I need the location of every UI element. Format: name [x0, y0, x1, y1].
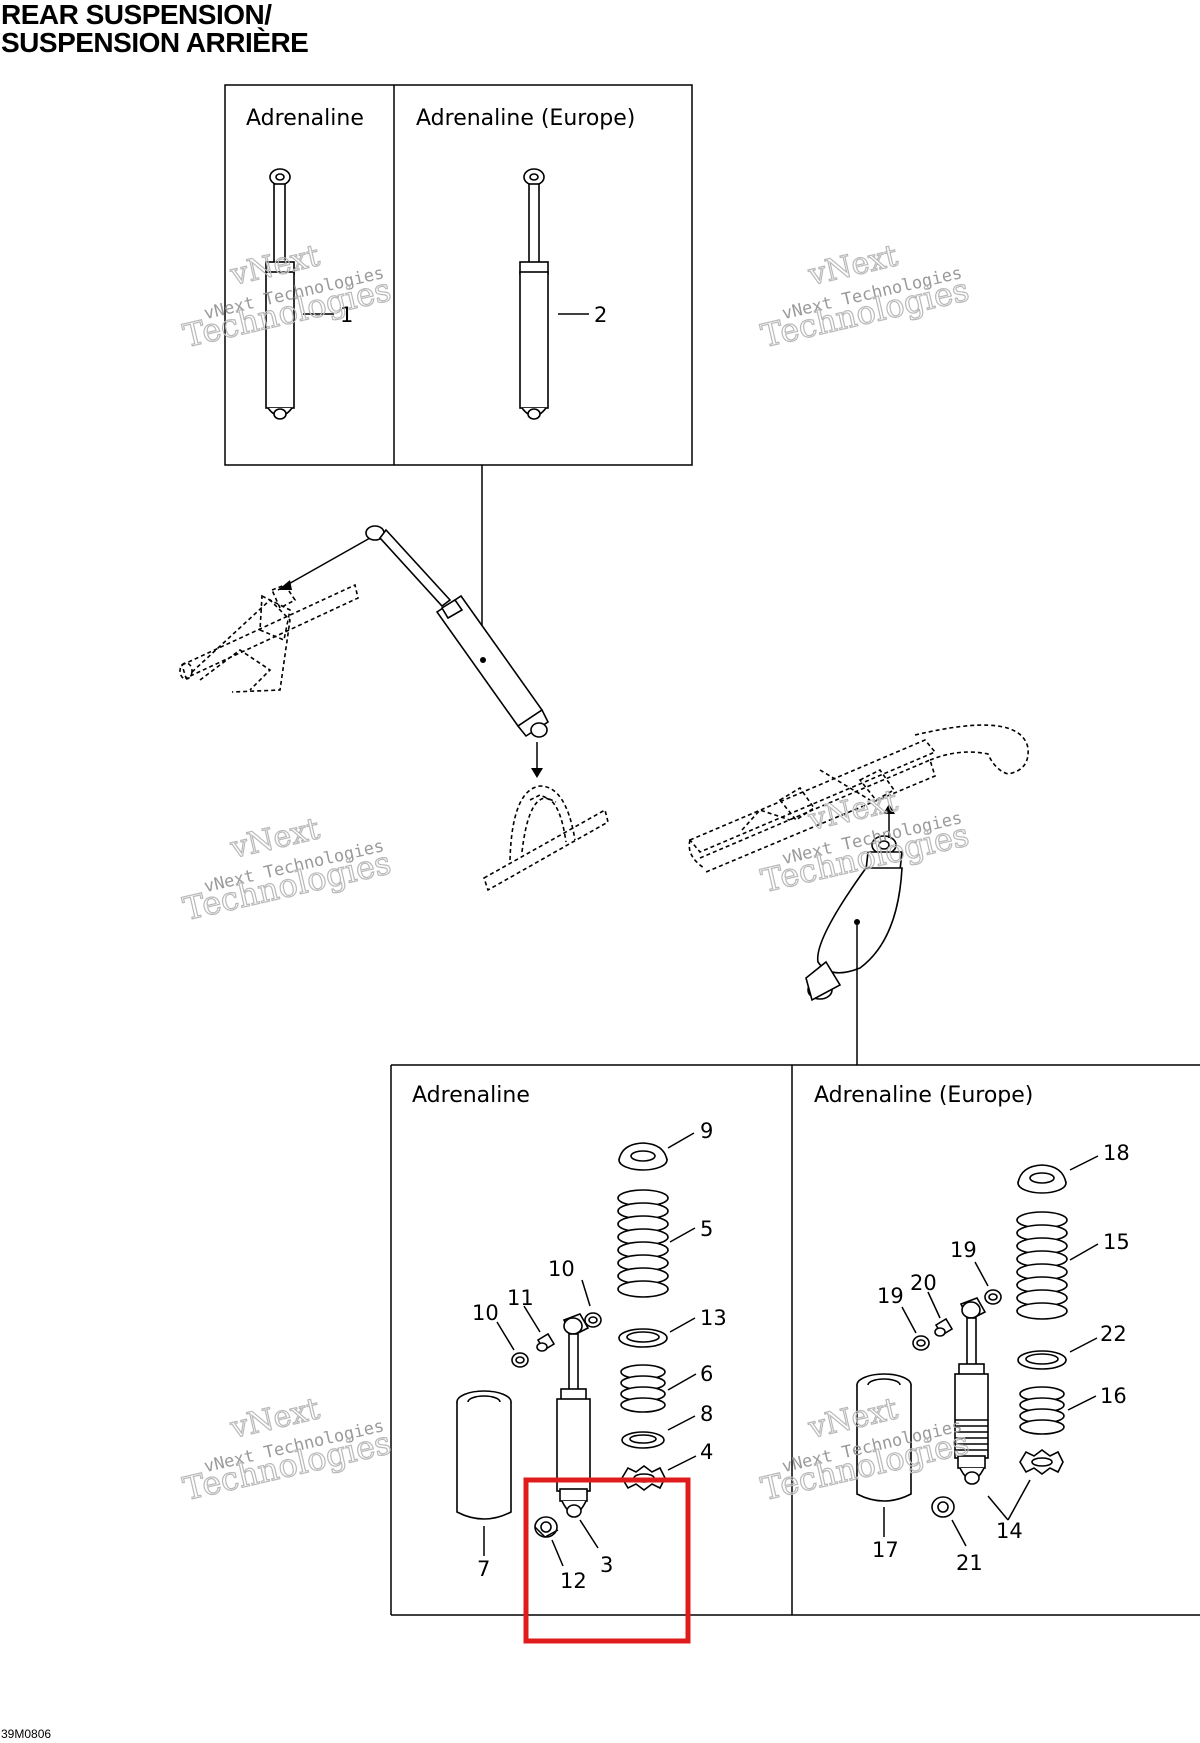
- part-label-11: 11: [507, 1286, 534, 1310]
- top-right-panel-label: Adrenaline (Europe): [416, 106, 635, 131]
- coil-spring-6: [620, 1364, 697, 1413]
- part-label-17: 17: [872, 1538, 899, 1562]
- part-label-2: 2: [594, 303, 607, 327]
- spring-seat-18: [1017, 1155, 1099, 1194]
- part-label-22: 22: [1100, 1322, 1127, 1346]
- ring-8: [621, 1415, 696, 1449]
- part-label-3: 3: [600, 1553, 613, 1577]
- bottom-right-panel-label: Adrenaline (Europe): [814, 1083, 1033, 1108]
- page-title-line-1: REAR SUSPENSION/: [1, 0, 272, 30]
- part-label-19-upper: 19: [950, 1238, 977, 1262]
- watermark-middle-left: vNext vNext Technologies Technologies: [179, 811, 395, 929]
- dust-boot-17: [856, 1373, 912, 1537]
- part-label-10-lower: 10: [472, 1301, 499, 1325]
- shock-body-3: [556, 1313, 599, 1549]
- shock-absorber-2: [519, 168, 589, 420]
- part-label-13: 13: [700, 1306, 727, 1330]
- installed-shock-absorber: [365, 525, 550, 778]
- top-shock-panel: Adrenaline Adrenaline (Europe) 1: [224, 84, 693, 660]
- bottom-left-panel-label: Adrenaline: [412, 1083, 530, 1108]
- part-label-5: 5: [700, 1217, 713, 1241]
- watermark-top-right: vNext vNext Technologies Technologies: [757, 238, 973, 356]
- front-arm-assembly: [179, 537, 371, 693]
- part-label-4: 4: [700, 1440, 713, 1464]
- adjuster-nut-14: [1019, 1449, 1064, 1475]
- coil-spring-5: [617, 1189, 696, 1298]
- rear-arm-assembly: [688, 724, 1029, 1065]
- bushing-21: [931, 1496, 967, 1547]
- part-label-15: 15: [1103, 1230, 1130, 1254]
- top-panel-frame: [224, 84, 693, 466]
- spacer-ring-22: [1017, 1337, 1098, 1370]
- part-label-6: 6: [700, 1362, 713, 1386]
- part-label-12: 12: [560, 1569, 587, 1593]
- sleeve-11: [523, 1305, 556, 1352]
- shock-absorber-1: [265, 168, 334, 420]
- shock-body-14: [954, 1297, 1031, 1521]
- part-label-1: 1: [340, 303, 353, 327]
- svg-text:Technologies: Technologies: [758, 270, 973, 355]
- part-label-19-lower: 19: [877, 1284, 904, 1308]
- part-label-21: 21: [956, 1551, 983, 1575]
- bushing-10-upper: [581, 1279, 602, 1328]
- part-label-20: 20: [910, 1271, 937, 1295]
- part-label-8: 8: [700, 1402, 713, 1426]
- rear-mount-bracket: [483, 785, 609, 892]
- coil-spring-16: [1019, 1386, 1097, 1435]
- part-label-9: 9: [700, 1119, 713, 1143]
- highlight-box: [523, 1477, 691, 1644]
- part-label-16: 16: [1100, 1384, 1127, 1408]
- bottom-spring-panel: Adrenaline Adrenaline (Europe) 9: [390, 1064, 1200, 1644]
- part-label-14: 14: [996, 1519, 1023, 1543]
- sleeve-20: [927, 1291, 954, 1337]
- coil-spring-15: [1016, 1211, 1099, 1320]
- part-label-18: 18: [1103, 1141, 1130, 1165]
- bushing-12: [534, 1516, 564, 1567]
- spacer-ring-13: [618, 1317, 696, 1348]
- bushing-10-lower: [496, 1321, 529, 1368]
- watermark-bottom-left: vNext vNext Technologies Technologies: [179, 1391, 395, 1509]
- bushing-19-upper: [974, 1261, 1002, 1305]
- figure-code: 39M0806: [1, 1727, 52, 1741]
- part-label-10-upper: 10: [548, 1257, 575, 1281]
- bushing-19-lower: [901, 1306, 930, 1351]
- adjuster-nut-4: [621, 1455, 697, 1491]
- svg-text:Technologies: Technologies: [180, 843, 395, 928]
- dust-boot-7: [456, 1390, 512, 1556]
- top-left-panel-label: Adrenaline: [246, 106, 364, 131]
- page-title-line-2: SUSPENSION ARRIÈRE: [1, 27, 309, 58]
- svg-text:Technologies: Technologies: [180, 1423, 395, 1508]
- part-label-7: 7: [477, 1557, 490, 1581]
- spring-seat-9: [618, 1132, 695, 1171]
